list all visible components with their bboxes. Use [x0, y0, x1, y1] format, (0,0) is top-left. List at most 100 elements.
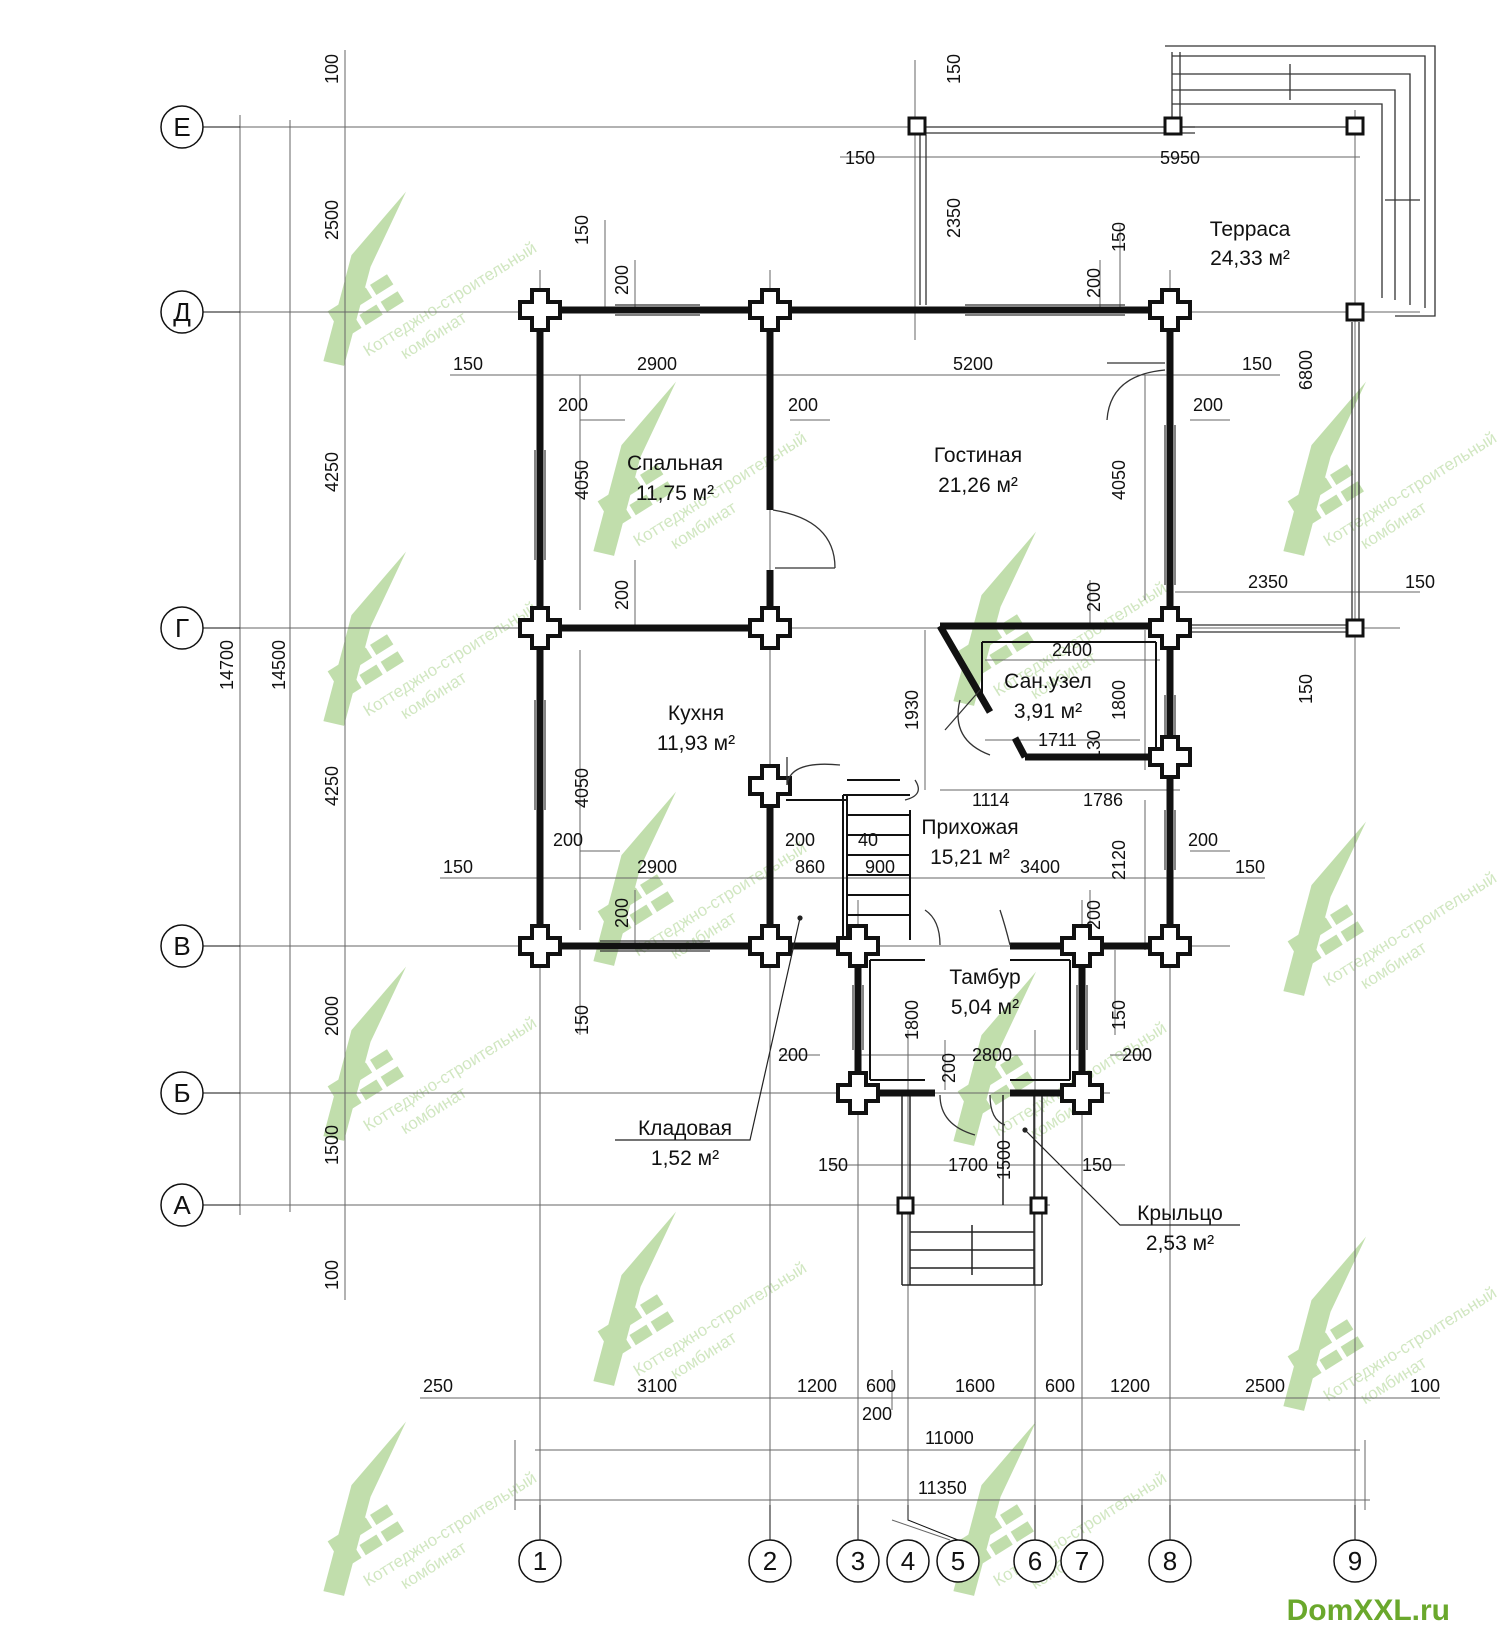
- dim-label: 1786: [1083, 790, 1123, 810]
- room-porch-name: Крыльцо: [1137, 1202, 1223, 1225]
- dim-label: 600: [866, 1376, 896, 1396]
- room-hall-area: 15,21 м²: [930, 846, 1010, 869]
- dim-label: 1500: [322, 1125, 342, 1165]
- dim-label: 150: [1242, 354, 1272, 374]
- log-corner: [748, 924, 792, 968]
- leader-lines: [615, 915, 1240, 1226]
- dim-label: 200: [1084, 582, 1104, 612]
- windows: [534, 304, 1176, 1050]
- dim-label: 100: [1410, 1376, 1440, 1396]
- axis-col-8: 8: [1163, 1546, 1177, 1576]
- dim-label: 200: [612, 265, 632, 295]
- room-terrace-area: 24,33 м²: [1210, 247, 1290, 270]
- dim-label: 600: [1045, 1376, 1075, 1396]
- dim-label: 2500: [1245, 1376, 1285, 1396]
- dim-label: 14700: [217, 640, 237, 690]
- axis-row-a: А: [173, 1190, 191, 1220]
- dim-label: 3100: [637, 1376, 677, 1396]
- log-corner: [836, 1071, 880, 1115]
- grid-lines: [205, 50, 1440, 1541]
- axis-col-9: 9: [1348, 1546, 1362, 1576]
- log-corner: [748, 288, 792, 332]
- dim-label: 200: [1188, 830, 1218, 850]
- dim-label: 150: [453, 354, 483, 374]
- dim-label: 860: [795, 857, 825, 877]
- porch: [901, 1095, 1043, 1286]
- dim-label: 2000: [322, 996, 342, 1036]
- dim-label: 200: [778, 1045, 808, 1065]
- dim-label: 11000: [925, 1428, 974, 1448]
- axis-col-3: 3: [851, 1546, 865, 1576]
- dim-label: 2350: [944, 198, 964, 238]
- log-corner: [1060, 924, 1104, 968]
- dim-label: 150: [572, 215, 592, 245]
- log-corner: [1148, 924, 1192, 968]
- dim-label: 2800: [972, 1045, 1012, 1065]
- axis-bubble-leaders: [203, 126, 1356, 1541]
- axis-row-b: Б: [173, 1078, 190, 1108]
- dim-label: 1114: [972, 790, 1009, 810]
- log-corner: [1148, 735, 1192, 779]
- dim-label: 1800: [902, 1000, 922, 1040]
- dim-label: 150: [443, 857, 473, 877]
- dim-label: 2900: [637, 354, 677, 374]
- dim-label: 250: [423, 1376, 453, 1396]
- room-vestibule-area: 5,04 м²: [951, 996, 1019, 1019]
- door-swings: [772, 362, 1166, 1136]
- dim-label: 4250: [322, 452, 342, 492]
- log-corner: [748, 606, 792, 650]
- room-living-name: Гостиная: [934, 444, 1022, 467]
- dim-label: 2900: [637, 857, 677, 877]
- dim-label: 100: [322, 1260, 342, 1290]
- room-storage-area: 1,52 м²: [651, 1147, 719, 1170]
- dim-label: 200: [1084, 268, 1104, 298]
- log-corner: [1148, 288, 1192, 332]
- dim-label: 150: [1235, 857, 1265, 877]
- log-corner: [518, 924, 562, 968]
- dim-label: 3400: [1020, 857, 1060, 877]
- walls: [523, 300, 1185, 1097]
- room-kitchen-name: Кухня: [668, 702, 724, 725]
- dim-label: 1711: [1038, 730, 1077, 750]
- dim-label: 11350: [918, 1478, 967, 1498]
- dim-label: 1700: [948, 1155, 988, 1175]
- axis-labels: Е Д Г В Б А 1 2 3 4 5 6 7 8 9: [173, 112, 1362, 1576]
- dim-label: 130: [1084, 730, 1104, 760]
- dim-label: 150: [1109, 222, 1129, 252]
- axis-col-4: 4: [901, 1546, 915, 1576]
- dim-label: 5950: [1160, 148, 1200, 168]
- axis-col-6: 6: [1028, 1546, 1042, 1576]
- log-corner: [518, 288, 562, 332]
- dim-label: 4050: [572, 460, 592, 500]
- axis-col-2: 2: [763, 1546, 777, 1576]
- wall-inner-lines: [786, 641, 1157, 1081]
- axis-col-7: 7: [1075, 1546, 1089, 1576]
- log-corner: [1060, 1071, 1104, 1115]
- dim-label: 200: [862, 1404, 892, 1424]
- room-terrace-name: Терраса: [1210, 218, 1291, 241]
- dim-label: 200: [553, 830, 583, 850]
- room-hall-name: Прихожая: [921, 816, 1018, 839]
- room-bedroom-area: 11,75 м²: [636, 482, 714, 505]
- dim-label: 150: [1082, 1155, 1112, 1175]
- dim-label: 150: [1296, 674, 1316, 704]
- dim-label: 1800: [1109, 680, 1129, 720]
- dim-label: 200: [612, 580, 632, 610]
- dim-label: 1200: [797, 1376, 837, 1396]
- room-living-area: 21,26 м²: [938, 474, 1018, 497]
- dim-label: 14500: [269, 640, 289, 690]
- log-corner: [518, 606, 562, 650]
- dim-label: 2350: [1248, 572, 1288, 592]
- brand-logo-text: DomXXL.ru: [1286, 1594, 1450, 1627]
- axis-row-g: Г: [175, 613, 189, 643]
- dim-label: 200: [1193, 395, 1223, 415]
- dim-label: 150: [572, 1005, 592, 1035]
- dim-label: 150: [845, 148, 875, 168]
- dim-label: 200: [612, 898, 632, 928]
